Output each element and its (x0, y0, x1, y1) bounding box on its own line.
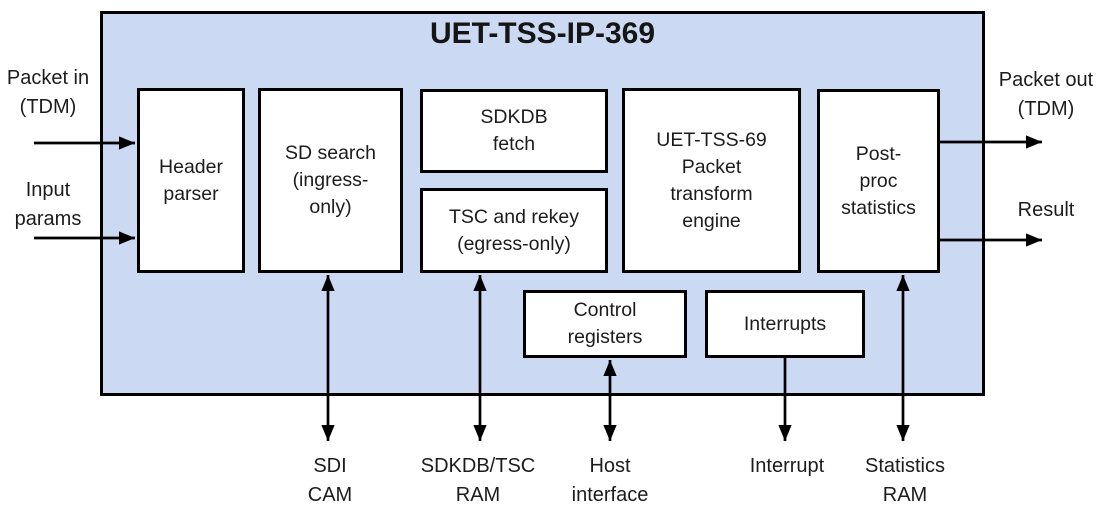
label-host-interface: Host interface (571, 455, 649, 506)
block-header-parser: Header parser (137, 88, 245, 273)
block-control-registers: Control registers (523, 290, 687, 358)
block-tsc-rekey: TSC and rekey (egress-only) (420, 188, 608, 273)
block-interrupts: Interrupts (705, 290, 865, 358)
label-interrupt: Interrupt (749, 455, 825, 477)
block-post-proc-statistics: Post- proc statistics (817, 89, 940, 273)
diagram-title: UET-TSS-IP-369 (429, 17, 656, 50)
label-result: Result (1017, 199, 1075, 221)
label-sdkdb-tsc-ram: SDKDB/TSC RAM (420, 455, 536, 506)
label-sdi-cam: SDI CAM (307, 455, 353, 506)
block-sdkdb-fetch: SDKDB fetch (420, 89, 608, 173)
block-packet-transform-engine: UET-TSS-69 Packet transform engine (622, 88, 801, 273)
block-sd-search: SD search (ingress- only) (258, 88, 403, 273)
label-statistics-ram: Statistics RAM (864, 455, 946, 506)
label-input-params: Input params (14, 179, 82, 230)
label-packet-out: Packet out (TDM) (998, 69, 1094, 120)
label-packet-in: Packet in (TDM) (6, 67, 90, 118)
